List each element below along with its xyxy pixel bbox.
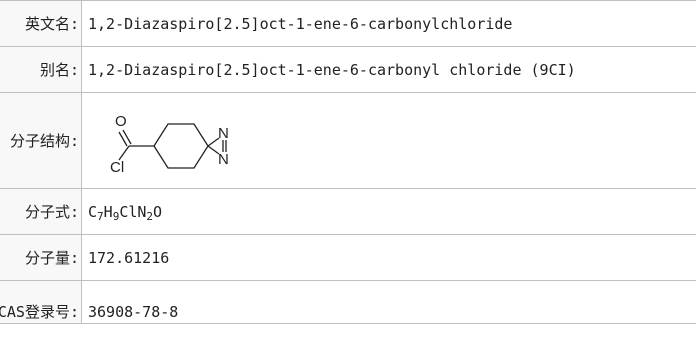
oxygen-atom-label: O <box>115 113 127 130</box>
formula-cln: ClN <box>119 202 147 221</box>
english-name-label: 英文名: <box>0 0 82 47</box>
formula-h-count: 9 <box>112 209 120 223</box>
row-cas-number: CAS登录号: 36908-78-8 <box>0 280 696 324</box>
alias-value: 1,2-Diazaspiro[2.5]oct-1-ene-6-carbonyl … <box>81 46 696 93</box>
nitrogen-top-label: N <box>218 125 229 142</box>
formula-c: C <box>88 202 98 221</box>
formula-c-count: 7 <box>97 209 104 223</box>
formula-value: C7H9ClN2O <box>81 188 696 235</box>
english-name-value: 1,2-Diazaspiro[2.5]oct-1-ene-6-carbonylc… <box>81 0 696 47</box>
alias-label: 别名: <box>0 46 82 93</box>
chlorine-atom-label: Cl <box>110 159 124 176</box>
molecular-structure-diagram: O Cl N N <box>110 113 229 176</box>
formula-n-count: 2 <box>146 209 154 223</box>
row-structure: 分子结构: O <box>0 92 696 189</box>
cas-number-label: CAS登录号: <box>0 280 82 324</box>
row-alias: 别名: 1,2-Diazaspiro[2.5]oct-1-ene-6-carbo… <box>0 46 696 93</box>
structure-cell: O Cl N N <box>81 92 696 189</box>
molecular-weight-label: 分子量: <box>0 234 82 281</box>
row-molecular-weight: 分子量: 172.61216 <box>0 234 696 281</box>
formula-label: 分子式: <box>0 188 82 235</box>
molecular-weight-value: 172.61216 <box>81 234 696 281</box>
structure-label: 分子结构: <box>0 92 82 189</box>
row-formula: 分子式: C7H9ClN2O <box>0 188 696 235</box>
formula-o: O <box>153 202 163 221</box>
cas-number-value: 36908-78-8 <box>81 280 696 324</box>
nitrogen-bottom-label: N <box>218 151 229 168</box>
formula-h: H <box>103 202 113 221</box>
compound-info-table: 英文名: 1,2-Diazaspiro[2.5]oct-1-ene-6-carb… <box>0 0 696 324</box>
row-english-name: 英文名: 1,2-Diazaspiro[2.5]oct-1-ene-6-carb… <box>0 0 696 47</box>
